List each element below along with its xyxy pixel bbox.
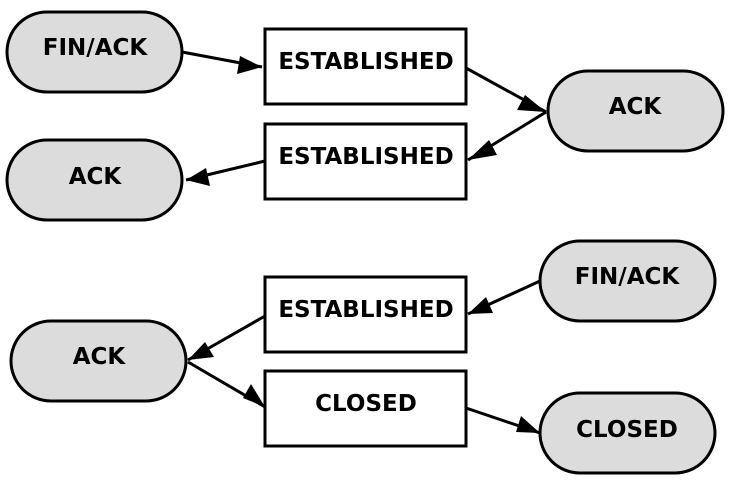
node-label: ACK: [609, 94, 663, 120]
state-closed-1: CLOSED: [263, 369, 468, 448]
state-established-1: ESTABLISHED: [263, 27, 468, 106]
arrowhead-closed1: [243, 384, 265, 407]
node-label: ACK: [73, 344, 127, 370]
pill-shape: [5, 10, 184, 94]
box-shape: [263, 275, 468, 354]
arrowhead-ack-left: [186, 168, 210, 186]
state-label: ESTABLISHED: [278, 144, 453, 170]
node-label: CLOSED: [576, 417, 678, 443]
state-established-3: ESTABLISHED: [263, 275, 468, 354]
node-closed-msg: CLOSED: [538, 391, 717, 475]
node-ack-left: ACK: [5, 138, 184, 222]
node-fin-ack-1: FIN/ACK: [5, 10, 184, 94]
pill-shape: [538, 239, 717, 323]
arrowhead-established2: [468, 140, 497, 160]
arrowhead-closed-msg: [516, 416, 540, 433]
arrowhead-established1: [237, 56, 262, 74]
state-label: CLOSED: [315, 391, 417, 417]
box-shape: [263, 122, 468, 201]
box-shape: [263, 27, 468, 106]
state-established-2: ESTABLISHED: [263, 122, 468, 201]
pill-shape: [9, 319, 188, 403]
box-shape: [263, 369, 468, 448]
node-ack-lower: ACK: [9, 319, 188, 403]
node-label: ACK: [69, 164, 123, 190]
node-label: FIN/ACK: [43, 35, 149, 61]
state-label: ESTABLISHED: [278, 49, 453, 75]
arrowhead-ack-right: [517, 95, 546, 112]
arrowhead-ack-lower: [188, 342, 214, 360]
pill-shape: [538, 391, 717, 475]
pill-shape: [5, 138, 184, 222]
state-label: ESTABLISHED: [278, 297, 453, 323]
arrowhead-established3: [468, 297, 493, 314]
node-ack-right: ACK: [546, 69, 725, 153]
pill-shape: [546, 69, 725, 153]
node-fin-ack-2: FIN/ACK: [538, 239, 717, 323]
node-label: FIN/ACK: [575, 264, 681, 290]
edges: [181, 50, 547, 435]
